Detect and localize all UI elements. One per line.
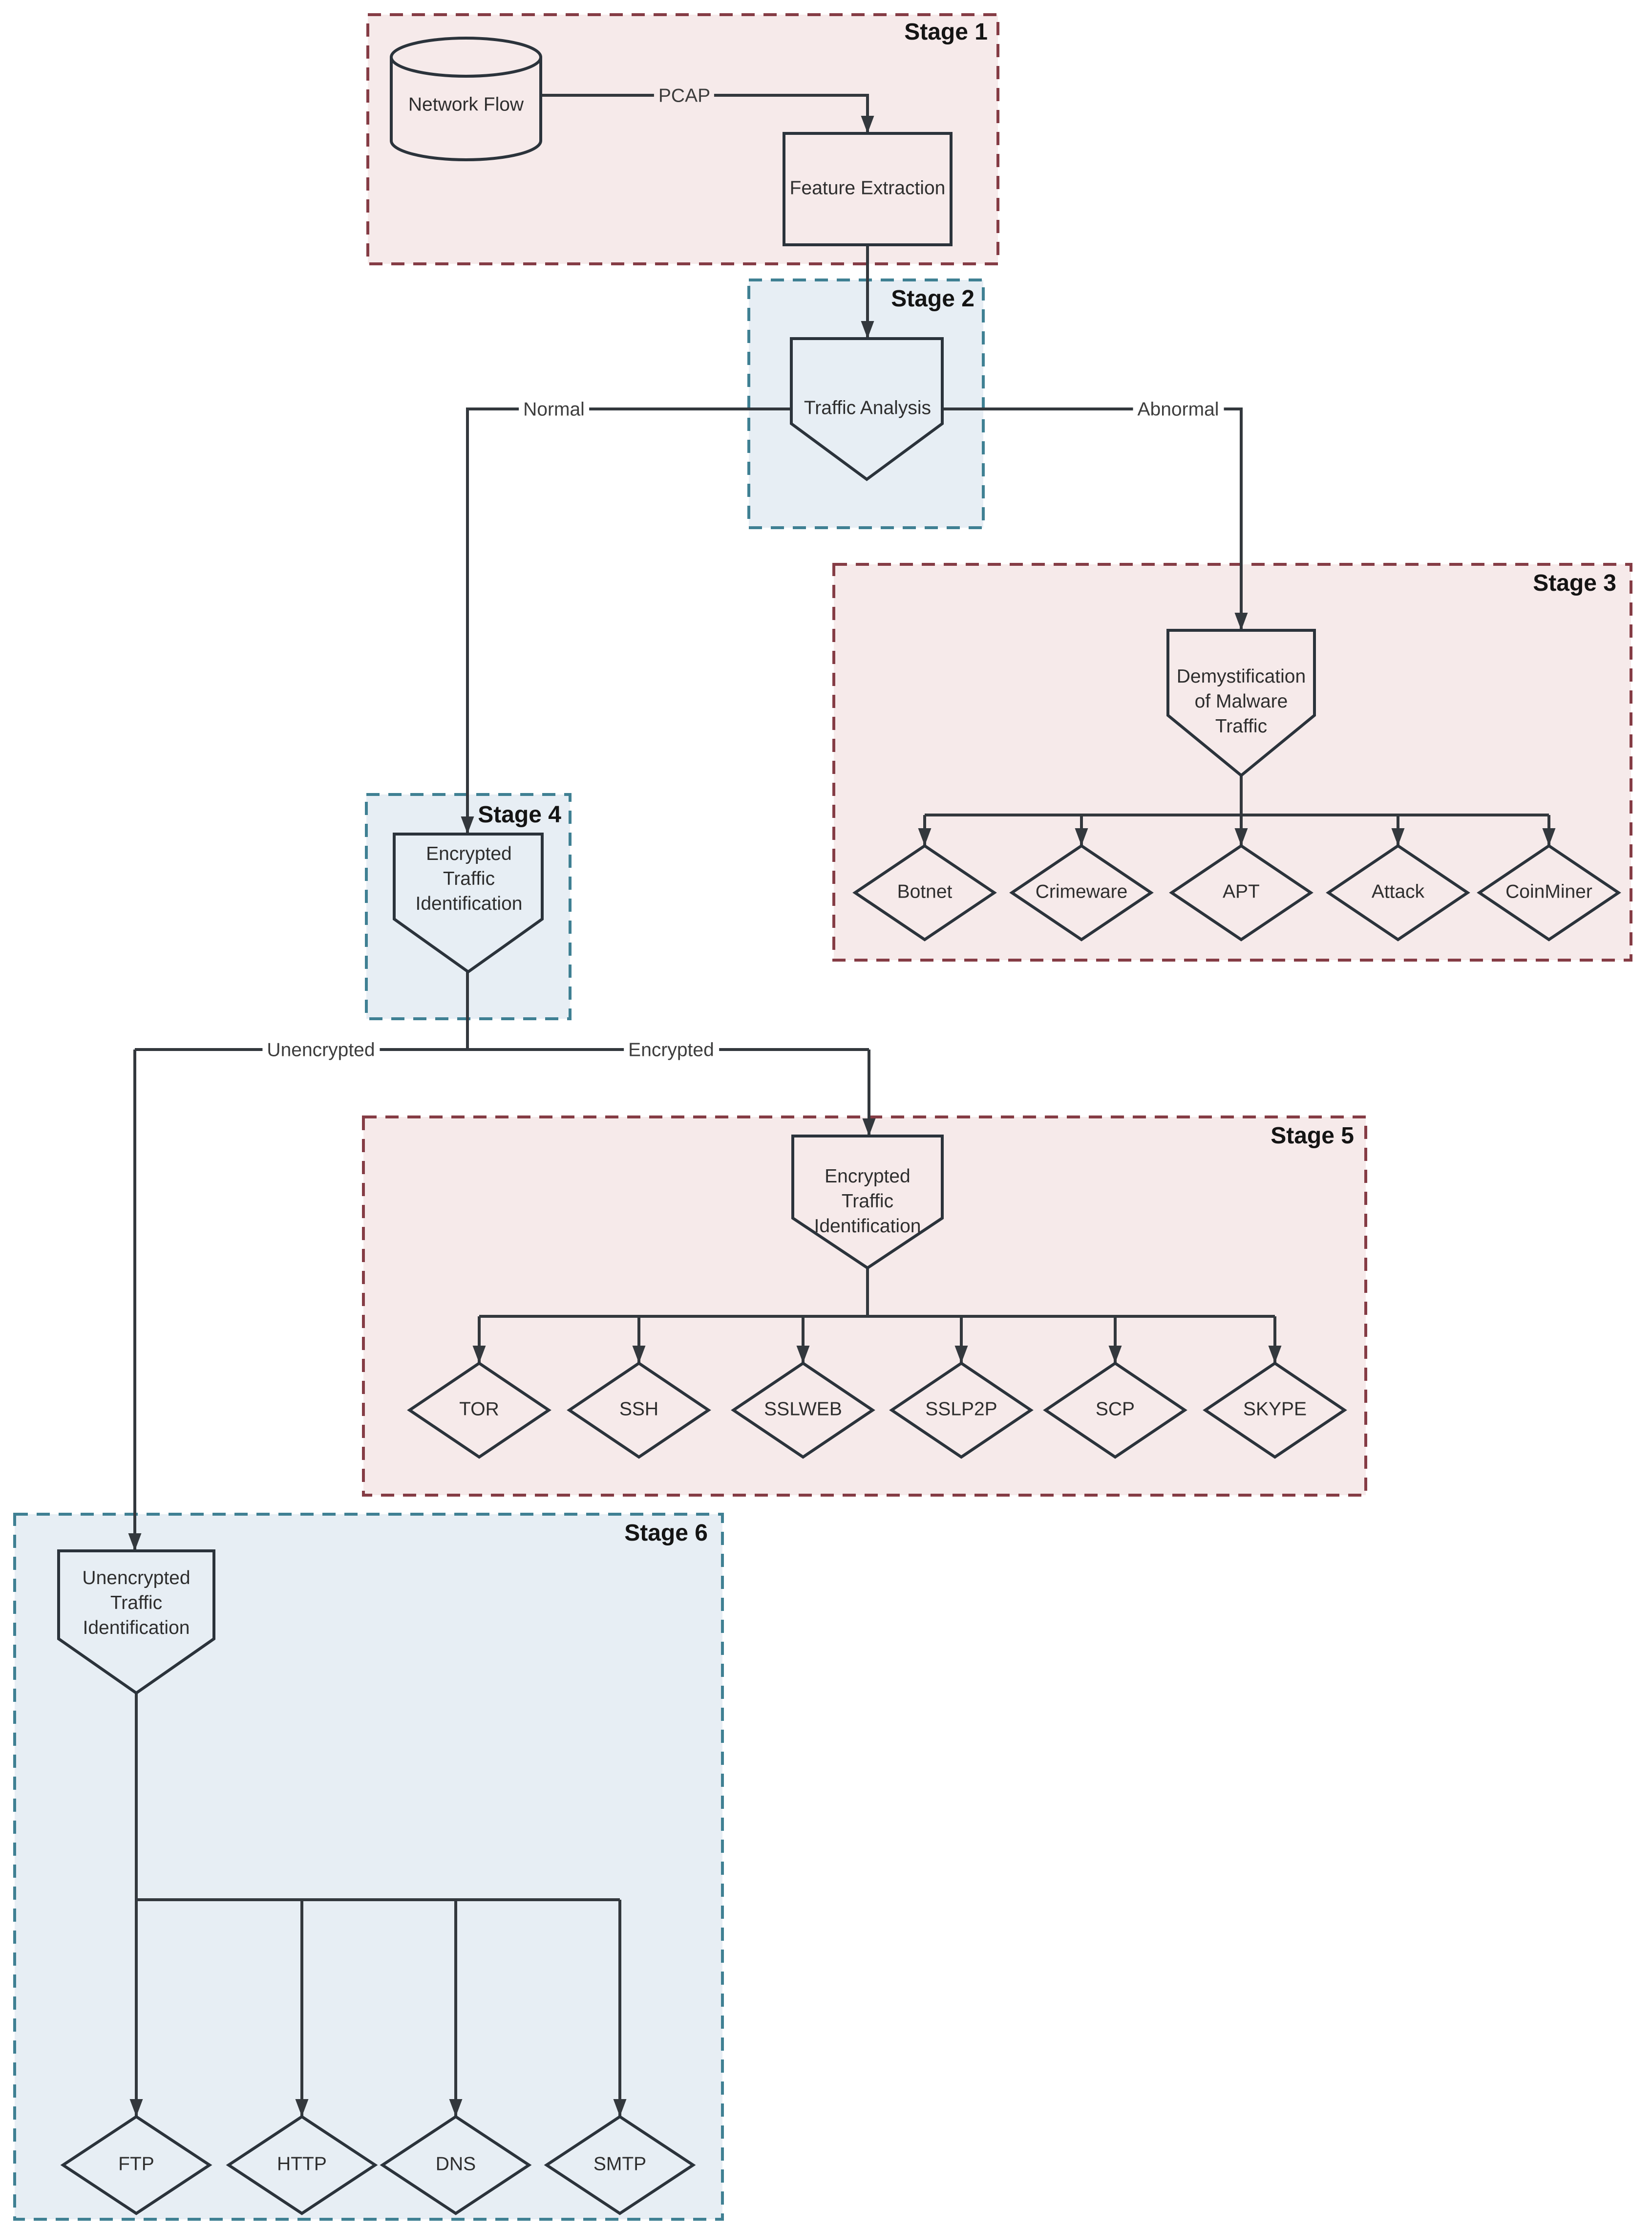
stage2-label: Stage 2 <box>891 287 974 312</box>
edge-label-unencrypted: Unencrypted <box>262 1038 380 1061</box>
encrypted-id-stage5-pentagon <box>791 1135 944 1270</box>
tor-diamond <box>407 1361 551 1459</box>
scp-label: SCP <box>1095 1397 1135 1420</box>
dns-diamond <box>380 2115 532 2215</box>
botnet-label: Botnet <box>897 880 953 902</box>
coinminer-label: CoinMiner <box>1505 880 1592 902</box>
http-label: HTTP <box>277 2152 327 2175</box>
edge-label-pcap: PCAP <box>654 84 715 107</box>
unencrypted-id-stage6-pentagon <box>57 1549 215 1695</box>
feature-extraction-label: Feature Extraction <box>789 176 946 199</box>
skype-label: SKYPE <box>1243 1397 1307 1420</box>
skype-diamond <box>1203 1361 1347 1459</box>
crimeware-diamond <box>1009 844 1154 942</box>
coinminer-diamond <box>1477 844 1621 942</box>
edge-label-normal: Normal <box>519 398 589 420</box>
stage5-box <box>362 1116 1367 1497</box>
apt-diamond <box>1169 844 1313 942</box>
tor-label: TOR <box>459 1397 499 1420</box>
botnet-diamond <box>852 844 997 942</box>
sslweb-label: SSLWEB <box>764 1397 842 1420</box>
edge-pcap <box>541 94 874 133</box>
smtp-label: SMTP <box>593 2152 647 2175</box>
stage3-label: Stage 3 <box>1533 572 1616 597</box>
edge-normal <box>461 408 791 834</box>
stage6-label: Stage 6 <box>624 1522 708 1546</box>
feature-extraction-rect <box>783 132 953 246</box>
ftp-label: FTP <box>118 2152 154 2175</box>
encrypted-id-stage4-label: Encrypted Traffic Identification <box>415 842 523 914</box>
sslp2p-label: SSLP2P <box>925 1397 997 1420</box>
smtp-diamond <box>544 2115 696 2215</box>
ftp-diamond <box>60 2115 212 2215</box>
sslweb-diamond <box>731 1361 875 1459</box>
encrypted-id-stage5-label: Encrypted Traffic Identification <box>814 1164 921 1237</box>
demystification-pentagon <box>1166 629 1316 777</box>
http-diamond <box>226 2115 378 2215</box>
stage1-label: Stage 1 <box>904 21 988 45</box>
edge-abnormal <box>942 408 1248 630</box>
dns-label: DNS <box>435 2152 476 2175</box>
traffic-analysis-pentagon <box>790 337 944 481</box>
demystification-label: Demystification of Malware Traffic <box>1176 665 1306 737</box>
attack-label: Attack <box>1371 880 1425 902</box>
traffic-analysis-label: Traffic Analysis <box>804 396 932 419</box>
stage4-label: Stage 4 <box>478 803 561 828</box>
crimeware-label: Crimeware <box>1035 880 1128 902</box>
stage1-box <box>366 13 999 265</box>
attack-diamond <box>1326 844 1470 942</box>
ssh-diamond <box>567 1361 711 1459</box>
ssh-label: SSH <box>619 1397 659 1420</box>
network-flow-label: Network Flow <box>408 93 524 115</box>
unencrypted-id-stage6-label: Unencrypted Traffic Identification <box>82 1566 191 1638</box>
sslp2p-diamond <box>889 1361 1034 1459</box>
scp-diamond <box>1043 1361 1187 1459</box>
edge-label-encrypted: Encrypted <box>624 1038 719 1061</box>
network-flow-cylinder-body <box>390 57 542 161</box>
apt-label: APT <box>1223 880 1260 902</box>
edge-label-abnormal: Abnormal <box>1133 398 1224 420</box>
encrypted-id-stage4-pentagon <box>393 833 544 974</box>
stage5-label: Stage 5 <box>1271 1124 1354 1149</box>
